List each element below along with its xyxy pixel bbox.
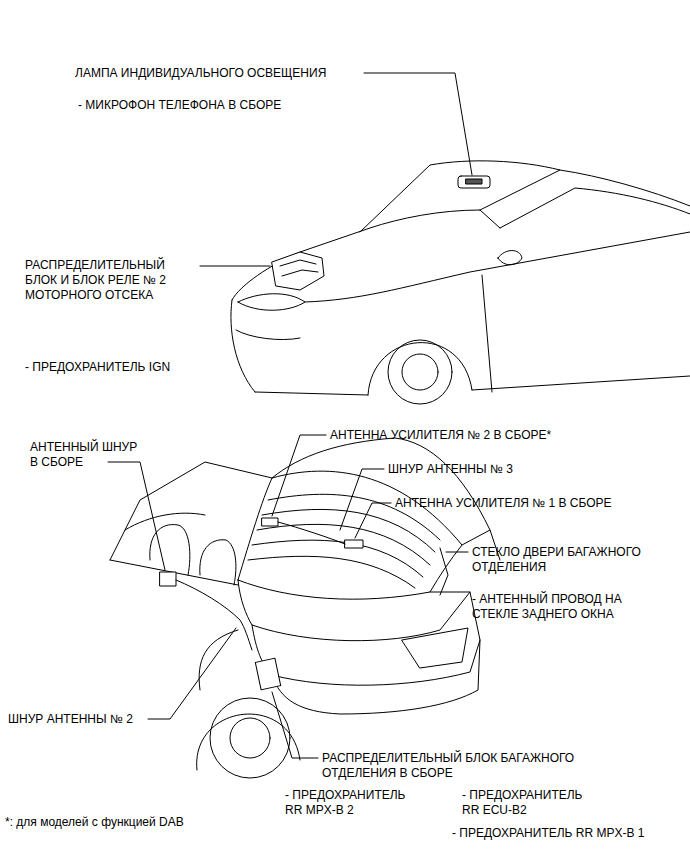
car-wheel <box>388 340 452 404</box>
rear-car <box>110 438 500 778</box>
car-side-line <box>305 232 690 302</box>
car-interior-frame <box>110 462 272 560</box>
part-label: - АНТЕННЫЙ ПРОВОД НА СТЕКЛЕ ЗАДНЕГО ОКНА <box>472 592 644 622</box>
car-wheel-arch <box>368 343 472 395</box>
part-label: СТЕКЛО ДВЕРИ БАГАЖНОГО ОТДЕЛЕНИЯ <box>472 545 672 575</box>
leader-line <box>200 266 270 267</box>
car-door-line <box>482 275 492 392</box>
car-bumper <box>272 640 480 714</box>
car-pillar <box>480 210 500 228</box>
car-wheel-hub <box>402 354 438 390</box>
antenna-cord <box>176 580 252 650</box>
part-label: ШНУР АНТЕННЫ № 3 <box>388 462 513 477</box>
car-mirror <box>498 251 522 265</box>
overhead-lamp-detail <box>466 179 482 184</box>
car-windshield <box>360 161 560 232</box>
car-wheel <box>210 698 290 778</box>
leader-line <box>108 462 165 570</box>
leader-line <box>272 435 326 516</box>
car-wheel-arch <box>197 714 300 770</box>
part-label: РАСПРЕДЕЛИТЕЛЬНЫЙ БЛОК БАГАЖНОГО ОТДЕЛЕН… <box>322 751 612 781</box>
leader-line <box>340 469 384 530</box>
relay-block-detail <box>280 260 318 276</box>
part-label: АНТЕННЫЙ ШНУР В СБОРЕ <box>30 440 140 470</box>
footnote: *: для моделей с функцией DAB <box>5 815 184 830</box>
car-hood <box>232 210 480 300</box>
part-label: - МИКРОФОН ТЕЛЕФОНА В СБОРЕ <box>78 98 281 113</box>
leader-line <box>355 503 391 538</box>
leader-line <box>148 628 236 719</box>
part-label: АНТЕННА УСИЛИТЕЛЯ № 1 В СБОРЕ <box>395 496 612 511</box>
car-roof <box>272 438 490 530</box>
glass-wire <box>440 548 448 595</box>
car-rear-panel <box>252 592 480 685</box>
car-taillight <box>402 628 468 668</box>
part-label: - ПРЕДОХРАНИТЕЛЬ RR MPX-B 1 <box>452 826 644 841</box>
car-lower-line <box>255 376 690 395</box>
leader-line <box>364 73 472 175</box>
car-interior-dash <box>125 513 205 530</box>
amplifier-antenna-2 <box>262 518 278 526</box>
car-headlight <box>238 294 305 311</box>
part-label: - ПРЕДОХРАНИТЕЛЬ RR ECU-B2 <box>462 788 597 818</box>
antenna-cord-3 <box>278 522 345 544</box>
amplifier-antenna-1 <box>345 540 363 548</box>
relay-block <box>272 252 324 290</box>
part-label: АНТЕННА УСИЛИТЕЛЯ № 2 В СБОРЕ* <box>330 428 551 443</box>
part-label: - ПРЕДОХРАНИТЕЛЬ IGN <box>25 360 170 375</box>
part-label: ШНУР АНТЕННЫ № 2 <box>8 712 133 727</box>
car-side-window <box>500 188 690 228</box>
part-label: ЛАМПА ИНДИВИДУАЛЬНОГО ОСВЕЩЕНИЯ <box>75 66 326 81</box>
car-side-body <box>110 560 238 690</box>
car-wheel-hub <box>230 718 270 758</box>
front-car <box>231 161 690 404</box>
car-grille <box>236 330 300 340</box>
leader-line <box>272 692 318 758</box>
leader-lines <box>108 73 472 758</box>
part-label: - ПРЕДОХРАНИТЕЛЬ RR MPX-B 2 <box>285 788 420 818</box>
antenna-cord-box <box>160 572 176 586</box>
overhead-lamp <box>458 176 490 188</box>
rear-window <box>238 471 462 599</box>
car-trunk-lid <box>238 580 470 641</box>
car-body-line <box>231 300 255 392</box>
leader-line <box>446 552 468 553</box>
part-label: РАСПРЕДЕЛИТЕЛЬНЫЙ БЛОК И БЛОК РЕЛЕ № 2 М… <box>25 258 197 303</box>
trunk-fuse-block <box>255 658 280 690</box>
